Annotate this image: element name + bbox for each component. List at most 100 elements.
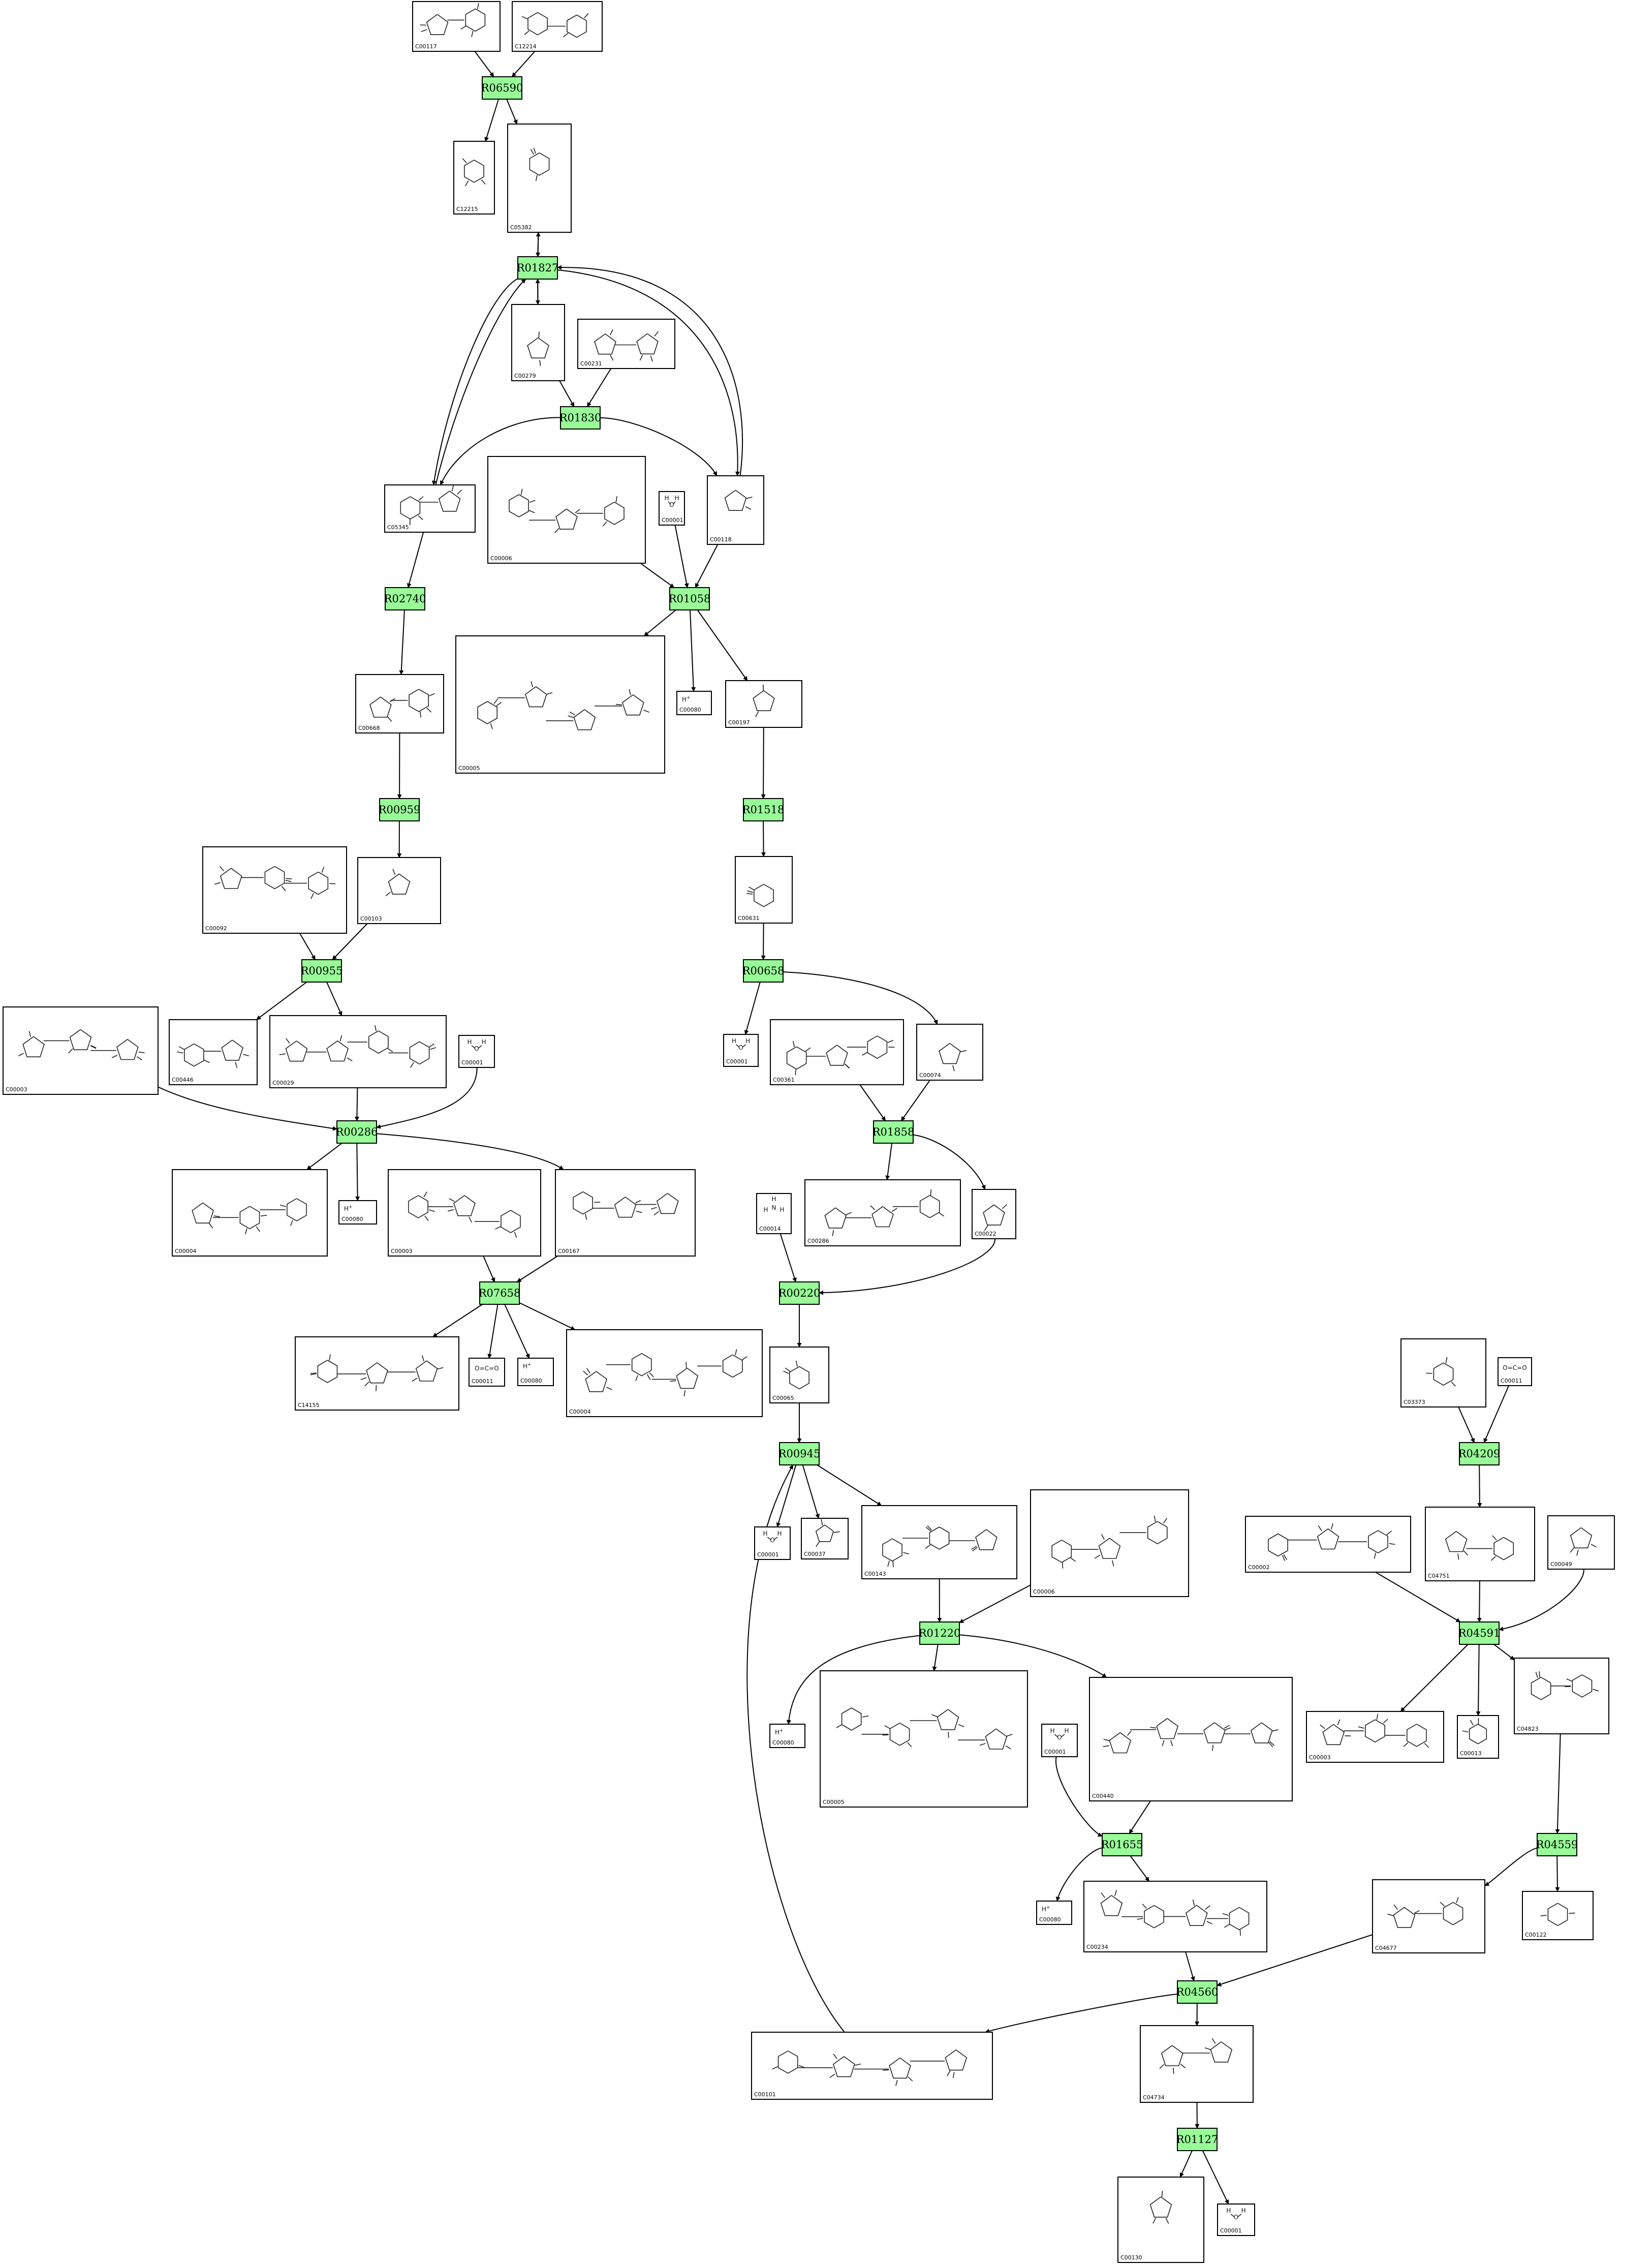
reaction-box[interactable] (779, 1442, 820, 1465)
compound-node[interactable]: C00118 (707, 475, 764, 545)
compound-node[interactable]: C00006 (487, 456, 646, 564)
compound-box[interactable] (754, 1526, 791, 1560)
compound-node[interactable]: C04677 (1372, 1879, 1485, 1953)
reaction-node[interactable]: R01858 (872, 1120, 915, 1144)
compound-box[interactable] (723, 1034, 759, 1067)
compound-node[interactable]: C12215 (453, 141, 495, 215)
reaction-node[interactable]: R00286 (336, 1120, 378, 1144)
compound-node[interactable]: C00005 (455, 635, 665, 774)
compound-node[interactable]: C00101 (751, 2032, 993, 2100)
reaction-box[interactable] (336, 1120, 377, 1144)
compound-node[interactable]: C00103 (357, 857, 441, 924)
reaction-box[interactable] (1177, 2128, 1218, 2151)
compound-node[interactable]: C00037 (801, 1518, 849, 1559)
compound-node[interactable]: C00279 (511, 304, 565, 381)
compound-node[interactable]: C00446 (169, 1019, 258, 1085)
compound-node[interactable]: C00049 (1547, 1515, 1615, 1570)
compound-box[interactable] (1425, 1507, 1535, 1581)
compound-box[interactable] (769, 1346, 829, 1403)
compound-box[interactable] (355, 674, 444, 733)
reaction-box[interactable] (385, 587, 425, 610)
compound-box[interactable] (357, 857, 441, 924)
compound-node[interactable]: C00004 (172, 1169, 328, 1257)
reaction-box[interactable] (560, 406, 601, 430)
compound-box[interactable] (1217, 2203, 1255, 2236)
compound-box[interactable] (1140, 2025, 1254, 2103)
compound-node[interactable]: C00668 (355, 674, 444, 733)
compound-box[interactable] (453, 141, 495, 215)
reaction-node[interactable]: R00945 (778, 1442, 821, 1465)
compound-box[interactable] (577, 319, 675, 369)
compound-node[interactable]: C00022 (972, 1189, 1016, 1239)
reaction-node[interactable]: R01518 (742, 798, 785, 821)
compound-box[interactable] (659, 491, 685, 526)
compound-node[interactable]: C00440 (1089, 1677, 1293, 1801)
compound-box[interactable] (1036, 1901, 1072, 1925)
compound-node[interactable]: C00004 (566, 1329, 763, 1417)
reaction-box[interactable] (479, 1281, 520, 1305)
compound-box[interactable] (455, 635, 665, 774)
compound-box[interactable] (412, 1, 501, 52)
compound-node[interactable]: C04751 (1425, 1507, 1535, 1581)
reaction-node[interactable]: R04591 (1458, 1621, 1501, 1645)
compound-node[interactable]: C00003 (388, 1169, 541, 1257)
reaction-box[interactable] (743, 959, 784, 983)
compound-box[interactable] (517, 1358, 554, 1386)
compound-node[interactable]: C00029 (269, 1015, 447, 1088)
compound-node[interactable]: C03373 (1400, 1338, 1486, 1407)
reaction-node[interactable]: R04560 (1176, 1980, 1219, 2004)
compound-box[interactable] (735, 856, 793, 924)
compound-node[interactable]: C00143 (861, 1505, 1017, 1579)
compound-box[interactable] (861, 1505, 1017, 1579)
reaction-node[interactable]: R01827 (517, 256, 559, 280)
compound-box[interactable] (756, 1193, 792, 1234)
compound-box[interactable] (566, 1329, 763, 1417)
reaction-box[interactable] (919, 1621, 960, 1645)
compound-box[interactable] (1522, 1891, 1594, 1940)
compound-node[interactable]: C00122 (1522, 1891, 1594, 1940)
compound-box[interactable] (458, 1035, 495, 1068)
compound-node[interactable]: H+C00080 (676, 691, 712, 715)
compound-node[interactable]: C00013 (1457, 1715, 1499, 1759)
compound-node[interactable]: C00065 (769, 1346, 829, 1403)
compound-node[interactable]: C14155 (295, 1336, 459, 1411)
compound-node[interactable]: C00074 (916, 1024, 983, 1081)
compound-box[interactable] (1030, 1489, 1189, 1597)
compound-box[interactable] (804, 1179, 961, 1246)
compound-box[interactable] (295, 1336, 459, 1411)
compound-node[interactable]: H+C00080 (1036, 1901, 1072, 1925)
compound-node[interactable]: C00361 (770, 1019, 904, 1085)
compound-node[interactable]: H+C00080 (769, 1724, 805, 1748)
compound-box[interactable] (169, 1019, 258, 1085)
compound-box[interactable] (388, 1169, 541, 1257)
compound-box[interactable] (487, 456, 646, 564)
compound-box[interactable] (338, 1200, 377, 1225)
compound-box[interactable] (172, 1169, 328, 1257)
compound-box[interactable] (1245, 1516, 1411, 1573)
compound-box[interactable] (3, 1006, 159, 1095)
compound-box[interactable] (1089, 1677, 1293, 1801)
reaction-box[interactable] (1459, 1442, 1500, 1465)
compound-node[interactable]: C00231 (577, 319, 675, 369)
compound-node[interactable]: C00005 (820, 1670, 1028, 1808)
compound-box[interactable] (469, 1358, 505, 1387)
compound-box[interactable] (769, 1724, 805, 1748)
compound-node[interactable]: C00003 (1306, 1711, 1444, 1763)
compound-node[interactable]: C00234 (1083, 1881, 1267, 1952)
compound-box[interactable] (1372, 1879, 1485, 1953)
compound-node[interactable]: C00006 (1030, 1489, 1189, 1597)
compound-node[interactable]: C00002 (1245, 1516, 1411, 1573)
compound-node[interactable]: C00092 (202, 846, 347, 934)
reaction-node[interactable]: R00658 (742, 959, 785, 983)
reaction-box[interactable] (779, 1281, 820, 1305)
compound-box[interactable] (725, 680, 802, 728)
reaction-node[interactable]: R04209 (1458, 1442, 1501, 1465)
reaction-box[interactable] (743, 798, 784, 821)
compound-box[interactable] (202, 846, 347, 934)
